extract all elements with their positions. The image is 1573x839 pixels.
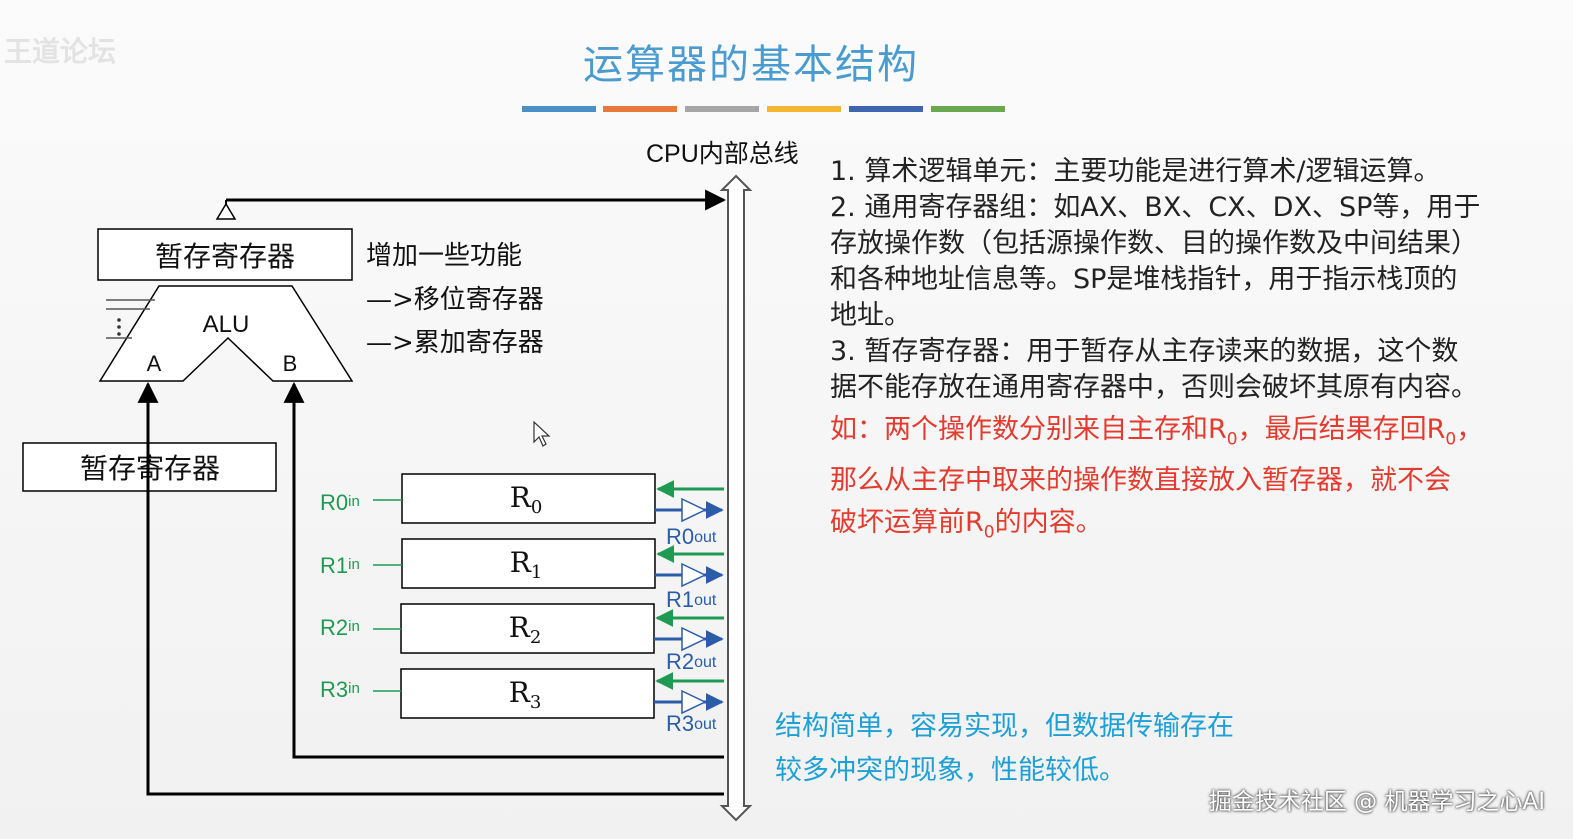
note-registers-line3: 和各种地址信息等。SP是堆栈指针，用于指示栈顶的 (830, 264, 1458, 295)
register-r2-label: R2 (509, 611, 542, 648)
register-r1-in-label: R1in (320, 553, 360, 578)
register-r1-out-label: R1out (666, 587, 717, 612)
register-r2-out-label: R2out (666, 649, 717, 674)
title-stripe-6 (931, 106, 1005, 112)
alu-shape (98, 285, 354, 382)
general-register-group: R0 R0in R0out R1 R1in R1out R2 (320, 473, 724, 736)
register-r2-in-label: R2in (320, 615, 360, 640)
extra-function-shift: —>移位寄存器 (366, 285, 544, 315)
note-example-line2: 那么从主存中取来的操作数直接放入暂存器，就不会 (830, 465, 1451, 497)
register-r2: R2 R2in R2out (320, 603, 724, 674)
top-temp-output-arrow (215, 202, 237, 220)
register-r1-out-gate (681, 562, 707, 588)
title-stripe-1 (522, 106, 596, 112)
note-registers-line4: 地址。 (830, 300, 911, 331)
title-stripe-2 (603, 106, 677, 112)
bus-to-alu-b-line (283, 381, 724, 759)
summary-block: 结构简单，容易实现，但数据传输存在 较多冲突的现象，性能较低。 (775, 705, 1234, 793)
watermark: 王道论坛 (4, 35, 117, 68)
note-temp-line1: 3. 暂存寄存器：用于暂存从主存读来的数据，这个数 (830, 336, 1459, 367)
bus-to-alu-a-line (137, 381, 724, 796)
register-r0-label: R0 (510, 481, 543, 518)
alu-control-lines (106, 299, 155, 339)
note-registers-line1: 2. 通用寄存器组：如AX、BX、CX、DX、SP等，用于 (830, 192, 1481, 223)
temp-register-left-label: 暂存寄存器 (80, 452, 220, 485)
alu-input-b-label: B (283, 351, 298, 376)
register-r3: R3 R3in R3out (320, 668, 724, 736)
bus-label: CPU内部总线 (646, 140, 799, 168)
summary-line2: 较多冲突的现象，性能较低。 (775, 755, 1126, 786)
title-stripe-4 (767, 106, 841, 112)
register-r0: R0 R0in R0out (320, 473, 724, 549)
cpu-bus (719, 174, 753, 822)
register-r3-out-label: R3out (666, 711, 717, 736)
register-r3-out-gate (681, 689, 707, 715)
alu-input-a-label: A (147, 351, 162, 376)
temp-register-top-label: 暂存寄存器 (155, 240, 295, 273)
extra-function-accumulator: —>累加寄存器 (366, 328, 544, 358)
summary-line1: 结构简单，容易实现，但数据传输存在 (775, 711, 1234, 742)
temp-register-top (97, 228, 353, 281)
footer-credit: 掘金技术社区 @ 机器学习之心AI (1208, 789, 1545, 815)
title-stripe-5 (849, 106, 923, 112)
title-stripe-3 (685, 106, 759, 112)
note-example-line3: 破坏运算前R0的内容。 (830, 507, 1103, 543)
notes-block: 1. 算术逻辑单元：主要功能是进行算术/逻辑运算。 2. 通用寄存器组：如AX、… (830, 154, 1483, 551)
mouse-cursor-icon (533, 420, 551, 447)
note-example-line1: 如：两个操作数分别来自主存和R0，最后结果存回R0， (830, 414, 1484, 450)
alu-label: ALU (203, 311, 250, 338)
extra-function-title: 增加一些功能 (366, 241, 522, 271)
register-r3-label: R3 (509, 676, 542, 713)
register-r0-in-label: R0in (320, 490, 360, 515)
register-r0-out-label: R0out (666, 524, 717, 549)
register-r1: R1 R1in R1out (320, 538, 724, 612)
alu-control-ellipsis (117, 318, 121, 336)
register-r2-out-gate (681, 626, 707, 652)
register-r3-in-label: R3in (320, 677, 360, 702)
note-temp-line2: 据不能存放在通用寄存器中，否则会破坏其原有内容。 (830, 372, 1478, 403)
register-r1-label: R1 (510, 546, 543, 583)
register-r0-out-gate (681, 497, 707, 523)
note-alu: 1. 算术逻辑单元：主要功能是进行算术/逻辑运算。 (830, 156, 1441, 187)
slide-title: 运算器的基本结构 (583, 42, 919, 88)
note-registers-line2: 存放操作数（包括源操作数、目的操作数及中间结果） (830, 228, 1478, 259)
